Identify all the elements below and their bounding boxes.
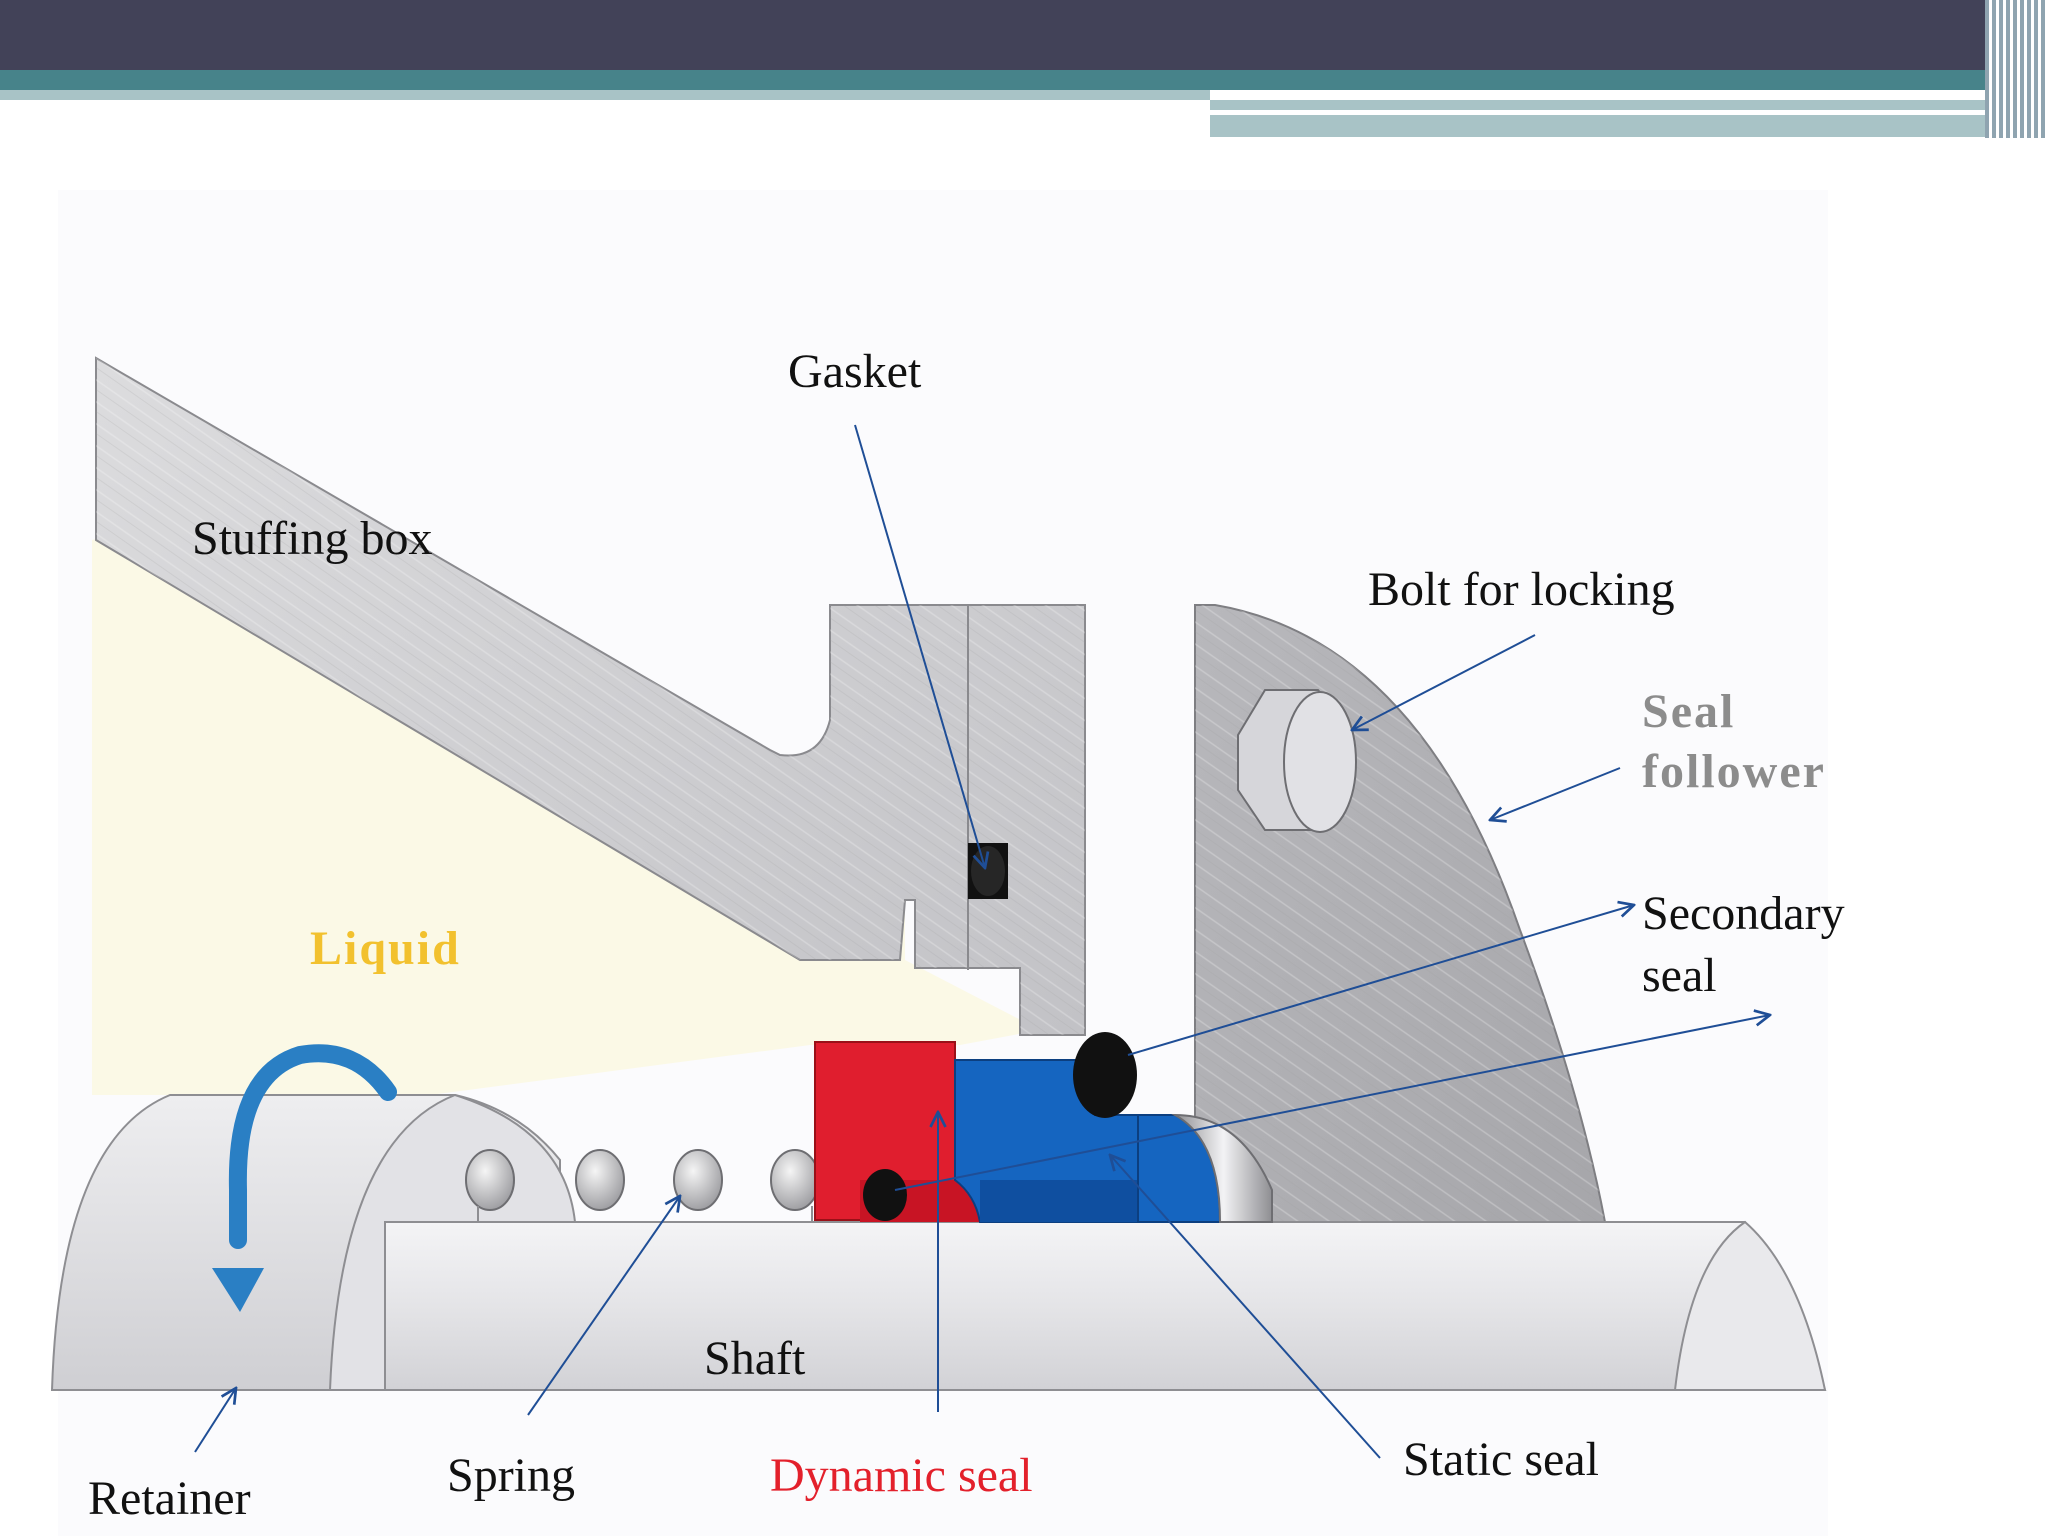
bolt-round-face (1283, 691, 1357, 833)
shaft-end-cap (1673, 1220, 1827, 1391)
label-retainer: Retainer (88, 1472, 251, 1525)
gasket-oring (971, 846, 1005, 896)
label-spring: Spring (447, 1449, 576, 1502)
rotation-arrow-head (212, 1268, 264, 1312)
retainer-face (328, 1093, 577, 1391)
header-teal-band (0, 70, 2010, 90)
leader-dynamic-oring (894, 1015, 1770, 1191)
label-bolt-for-locking: Bolt for locking (1368, 563, 1675, 616)
secondary-seal-oring (1073, 1032, 1137, 1118)
label-liquid: Liquid (310, 922, 461, 975)
metal-ring (1171, 1113, 1273, 1223)
spring-coil-1 (465, 1149, 515, 1211)
header-right-stripes (1985, 0, 2048, 138)
spring-coil-base (477, 1206, 813, 1223)
header-light-band-right (1210, 100, 2010, 110)
label-seal-follower-line2: follower (1642, 745, 1826, 798)
header-white-rule (1210, 110, 1900, 115)
leader-bolt (1352, 634, 1536, 730)
label-shaft: Shaft (704, 1332, 806, 1385)
label-seal-follower-line1: Seal (1642, 685, 1736, 738)
seal-follower-texture (1195, 605, 1605, 1222)
leader-spring (527, 1196, 680, 1416)
label-dynamic-seal: Dynamic seal (770, 1449, 1033, 1502)
shaft-body (384, 1221, 1827, 1391)
label-static-seal: Static seal (1403, 1433, 1599, 1486)
leader-retainer (194, 1388, 236, 1453)
spring-coil-3 (673, 1149, 723, 1211)
static-seal-seat-inner (980, 1180, 1160, 1222)
header-light-band-lower (1210, 115, 2010, 137)
leader-secondary-seal (1127, 905, 1634, 1056)
label-stuffing-box: Stuffing box (192, 512, 433, 565)
header-light-band (0, 90, 1210, 100)
leader-seal-follower (1490, 767, 1621, 820)
stuffing-box-texture (96, 358, 1085, 1035)
spring-coil-2 (575, 1149, 625, 1211)
rotation-arrow-arc (228, 1044, 397, 1249)
label-gasket: Gasket (788, 345, 922, 398)
label-secondary-seal-line1: Secondary (1642, 887, 1845, 940)
header-bar (0, 0, 2048, 70)
leader-static-seal (1110, 1155, 1381, 1459)
label-secondary-seal-line2: seal (1642, 949, 1717, 1002)
leader-gasket (854, 424, 985, 868)
spring-coil-4 (770, 1149, 820, 1211)
dynamic-seal-oring (863, 1169, 907, 1221)
